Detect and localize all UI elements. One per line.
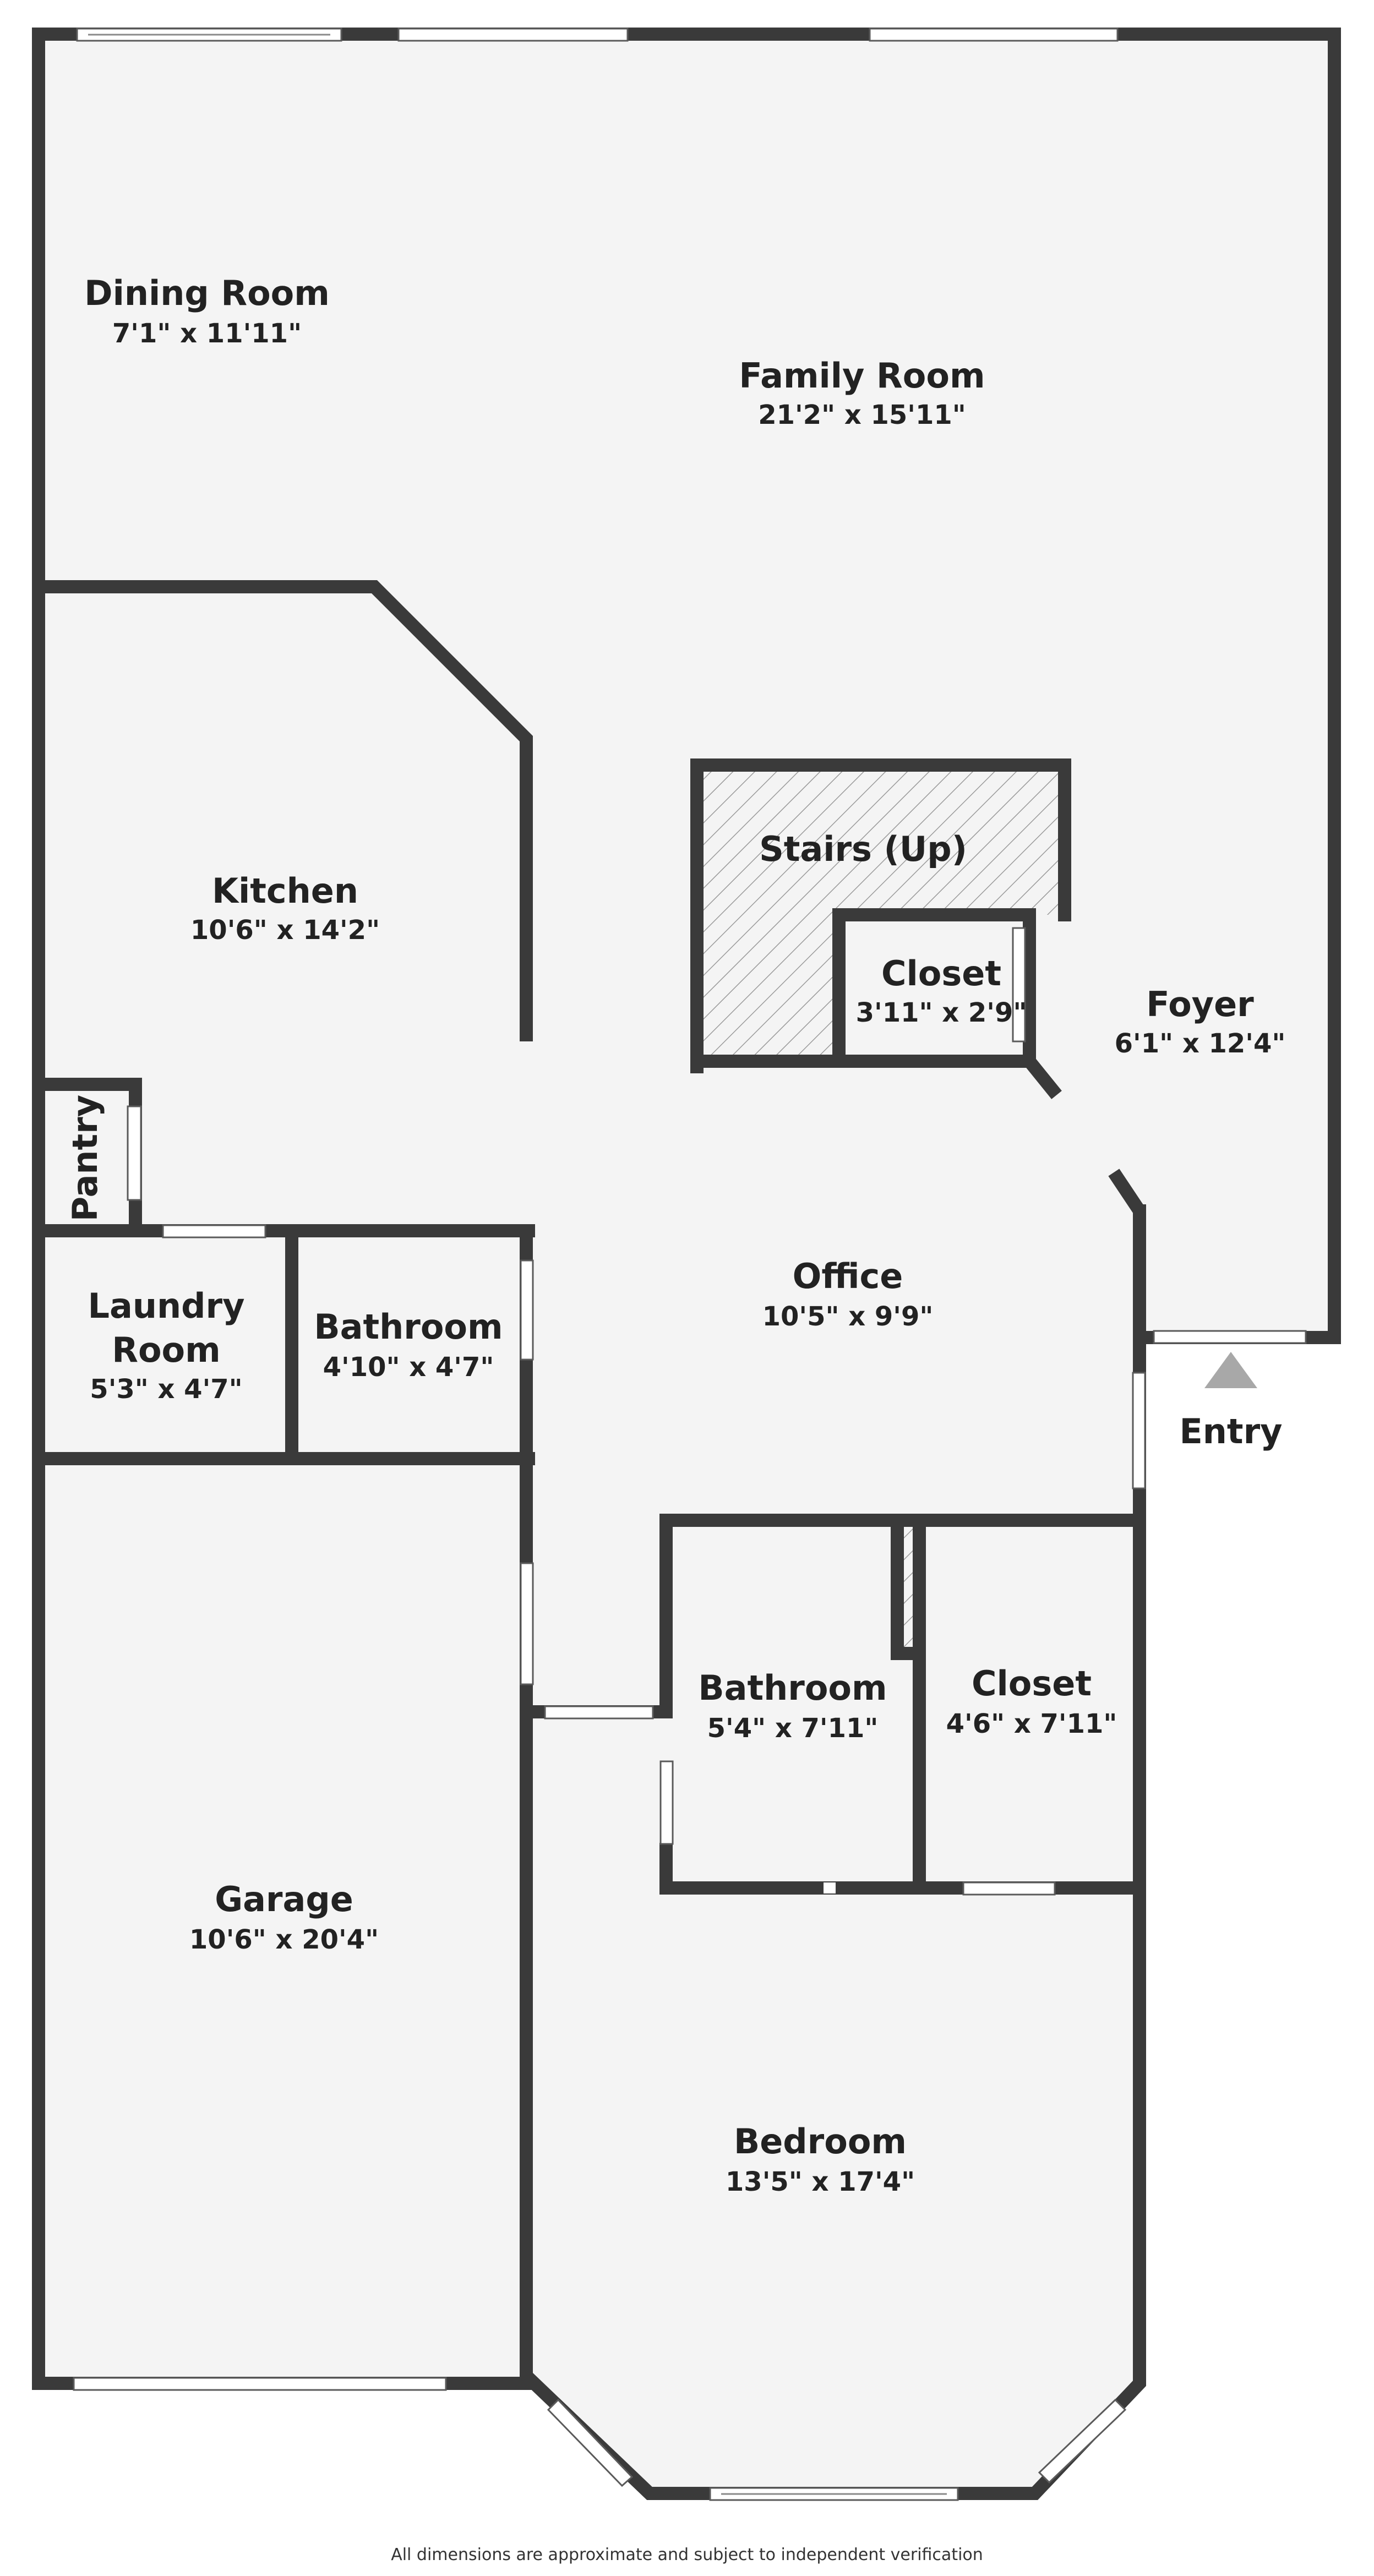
foyer-name: Foyer [1146, 984, 1254, 1024]
office-dims: 10'5" x 9'9" [762, 1301, 934, 1332]
bedroom-name: Bedroom [734, 2121, 907, 2162]
bathroom-large-name: Bathroom [698, 1668, 887, 1708]
closet-upper-name: Closet [881, 953, 1001, 994]
windows [73, 28, 1307, 2501]
bathroom-small-dims: 4'10" x 4'7" [323, 1352, 494, 1383]
stairs-name: Stairs (Up) [759, 829, 967, 869]
laundry-room-name-line2: Room [112, 1330, 221, 1370]
closet-lower-dims: 4'6" x 7'11" [946, 1709, 1117, 1739]
kitchen-name: Kitchen [212, 871, 358, 911]
disclaimer-note: All dimensions are approximate and subje… [391, 2545, 983, 2564]
garage-dims: 10'6" x 20'4" [189, 1924, 379, 1955]
closet-upper-dims: 3'11" x 2'9" [856, 997, 1027, 1028]
garage-name: Garage [215, 1879, 353, 1919]
dining-room-dims: 7'1" x 11'11" [112, 318, 302, 349]
bay-windows [547, 2398, 1127, 2487]
entry-arrow-icon [1204, 1352, 1257, 1388]
laundry-room-name-line1: Laundry [88, 1286, 245, 1326]
foyer-dims: 6'1" x 12'4" [1115, 1028, 1286, 1059]
laundry-room-dims: 5'3" x 4'7" [90, 1374, 242, 1405]
pantry-name: Pantry [65, 1095, 105, 1221]
bedroom-dims: 13'5" x 17'4" [726, 2166, 915, 2197]
room-labels: Dining Room 7'1" x 11'11" Family Room 21… [65, 273, 1285, 2197]
family-room-dims: 21'2" x 15'11" [758, 400, 966, 430]
bathroom-large-dims: 5'4" x 7'11" [707, 1713, 879, 1744]
kitchen-dims: 10'6" x 14'2" [190, 915, 380, 946]
office-name: Office [793, 1256, 903, 1296]
entry-label: Entry [1179, 1411, 1282, 1451]
closet-lower-name: Closet [972, 1663, 1092, 1704]
bathroom-small-name: Bathroom [314, 1307, 503, 1347]
dining-room-name: Dining Room [84, 273, 330, 313]
family-room-name: Family Room [739, 356, 985, 396]
